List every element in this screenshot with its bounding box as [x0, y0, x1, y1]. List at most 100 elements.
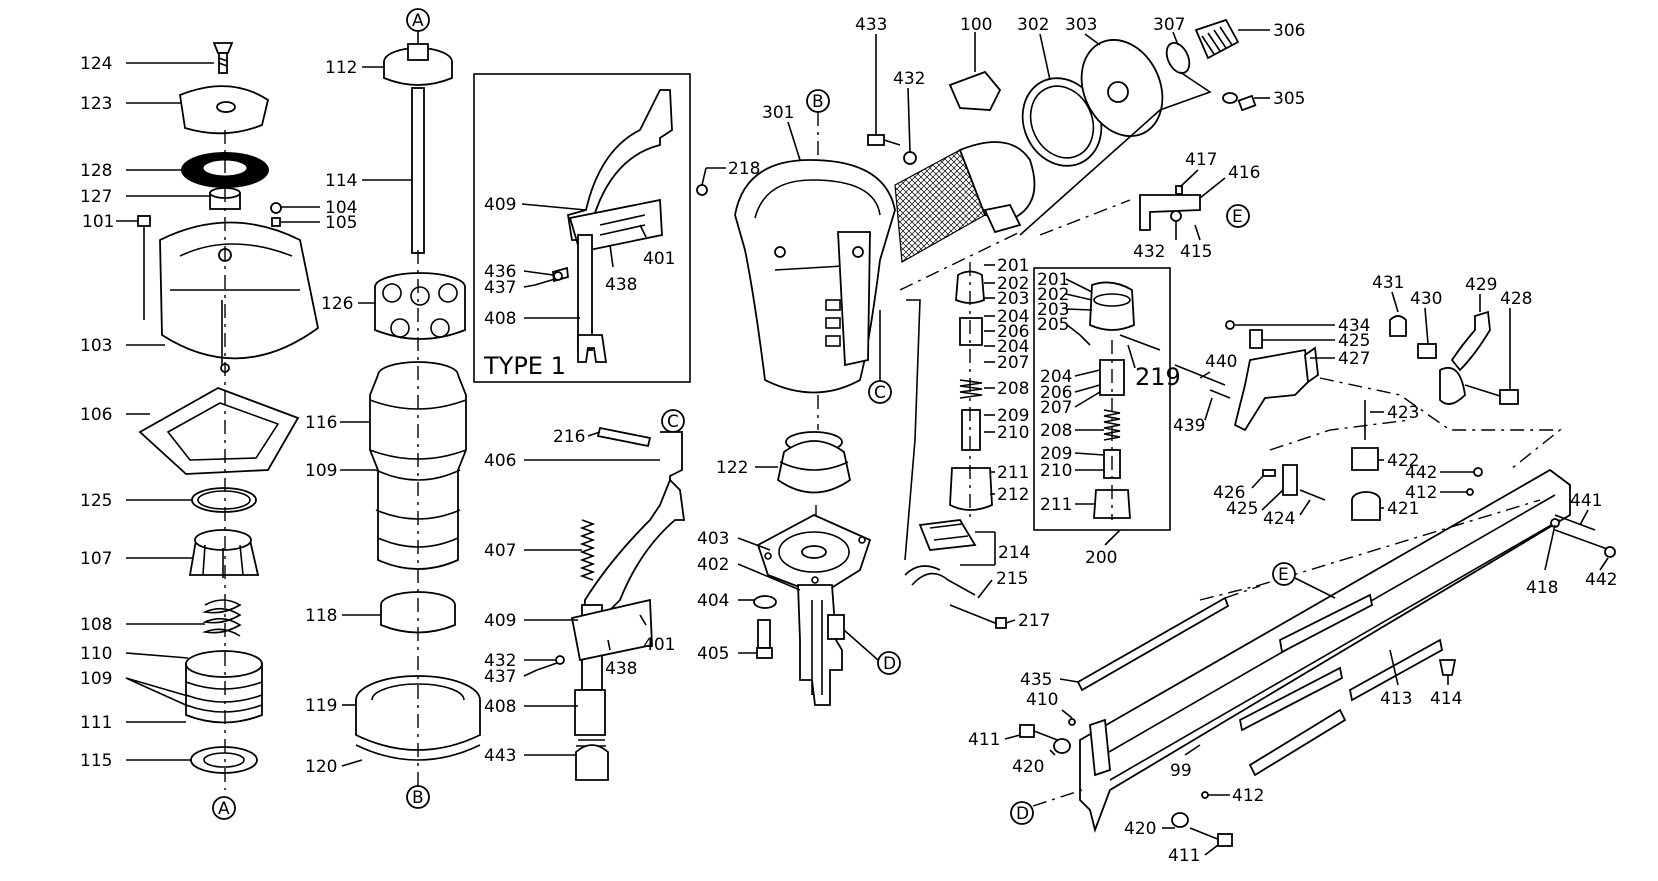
trigger-valve-type1	[534, 89, 673, 363]
part-label: 306	[1273, 21, 1305, 41]
part-402-nose-body	[797, 584, 845, 706]
part-label: 200	[1085, 548, 1117, 568]
left-column-labels: 124 123 128 127 104 105 101 103 106 125 …	[80, 54, 357, 820]
part-label: 215	[996, 569, 1028, 589]
callout-A: A	[412, 11, 424, 31]
part-label: 438	[605, 659, 637, 679]
part-label: 426	[1213, 483, 1245, 503]
part-label: 401	[643, 249, 675, 269]
part-110-piston	[185, 650, 263, 724]
part-label: 207	[997, 353, 1029, 373]
part-104-105-fittings	[270, 202, 282, 227]
part-441-418-442	[1550, 514, 1616, 558]
cap-assembly	[137, 42, 319, 774]
part-label: 407	[484, 541, 516, 561]
part-label: 109	[80, 669, 112, 689]
part-label: 211	[1040, 495, 1072, 515]
type-1-labels: 409 436 437 438 401 408	[484, 195, 675, 329]
part-420-nut	[1171, 812, 1189, 828]
part-307-306-fitting	[1165, 18, 1240, 75]
part-label: 211	[997, 463, 1029, 483]
part-label: 208	[1040, 421, 1072, 441]
part-label: 408	[484, 309, 516, 329]
part-label: 439	[1173, 416, 1205, 436]
part-label: 436	[484, 262, 516, 282]
part-103-cylinder-cap	[159, 221, 319, 373]
part-label: 204	[997, 307, 1029, 327]
part-label: 410	[1026, 690, 1058, 710]
part-label: 420	[1124, 819, 1156, 839]
part-label: 114	[325, 171, 357, 191]
part-label: 212	[997, 485, 1029, 505]
part-label: 124	[80, 54, 112, 74]
part-label: 103	[80, 336, 112, 356]
part-label: 409	[484, 195, 516, 215]
part-416-bracket	[1139, 185, 1201, 231]
part-125-o-ring	[191, 487, 257, 513]
magazine-assembly: E D	[1010, 467, 1616, 847]
part-108-spring	[201, 599, 242, 637]
part-115-ring	[190, 746, 258, 774]
callout-C: C	[874, 383, 886, 403]
part-label: 431	[1372, 273, 1404, 293]
part-label: 210	[997, 423, 1029, 443]
part-label: 116	[305, 413, 337, 433]
part-label: 218	[728, 159, 760, 179]
part-218-plug	[696, 184, 708, 196]
part-label: 110	[80, 644, 112, 664]
part-204	[959, 317, 983, 346]
callout-D: D	[1016, 804, 1029, 824]
part-label: 123	[80, 94, 112, 114]
part-label: 206	[997, 322, 1029, 342]
part-label: 437	[484, 278, 516, 298]
part-201	[955, 270, 985, 304]
part-404-washer	[753, 595, 777, 609]
part-label: 125	[80, 491, 112, 511]
callout-E: E	[1232, 207, 1243, 227]
part-label: 403	[697, 529, 729, 549]
part-426-425-424	[1262, 464, 1326, 501]
housing-labels: 301 218 433 432 100 302 303 307 306 305 …	[701, 15, 1305, 262]
part-label: 201	[997, 256, 1029, 276]
part-420-nut	[1053, 738, 1071, 754]
part-214-clip	[918, 519, 977, 551]
part-label: 128	[80, 161, 112, 181]
second-column-labels: 112 114 126 116 109 118 119 120	[305, 58, 412, 777]
part-label: 422	[1387, 451, 1419, 471]
part-label: 425	[1226, 499, 1258, 519]
nose-labels: 122 403 402 404 405	[697, 458, 801, 664]
valve-inset-200	[1033, 267, 1171, 531]
part-305-fitting	[1222, 92, 1257, 112]
callout-A: A	[218, 799, 230, 819]
part-label: 302	[1017, 15, 1049, 35]
contact-trip-labels: 434 425 427 440 439 431 430 429 428 423 …	[1173, 273, 1532, 529]
part-122-bumper	[776, 431, 852, 494]
part-label: 204	[997, 337, 1029, 357]
part-label: 201	[1037, 270, 1069, 290]
part-label: 122	[716, 458, 748, 478]
part-423-422-421	[1351, 400, 1381, 521]
part-label: 209	[997, 406, 1029, 426]
part-107-nut	[188, 529, 260, 578]
part-handle	[894, 141, 1036, 263]
part-217-pin	[949, 604, 1007, 629]
part-label: 441	[1570, 491, 1602, 511]
part-126-bumper	[374, 272, 466, 340]
part-label: 443	[484, 746, 516, 766]
part-label: 413	[1380, 689, 1412, 709]
part-label: 105	[325, 213, 357, 233]
part-label: 111	[80, 713, 112, 733]
part-label: 217	[1018, 611, 1050, 631]
part-label: 442	[1405, 463, 1437, 483]
nose-assembly: D	[753, 431, 901, 706]
part-label: 107	[80, 549, 112, 569]
driver-assembly: A	[355, 8, 481, 809]
part-label: 206	[1040, 383, 1072, 403]
part-label: 418	[1526, 578, 1558, 598]
part-209-stem	[961, 409, 981, 451]
part-301-housing	[734, 159, 896, 394]
part-label: 402	[697, 555, 729, 575]
part-label: 440	[1205, 352, 1237, 372]
trigger-labels: 216 406 407 409 432 437 438 401 408 443	[484, 427, 675, 766]
